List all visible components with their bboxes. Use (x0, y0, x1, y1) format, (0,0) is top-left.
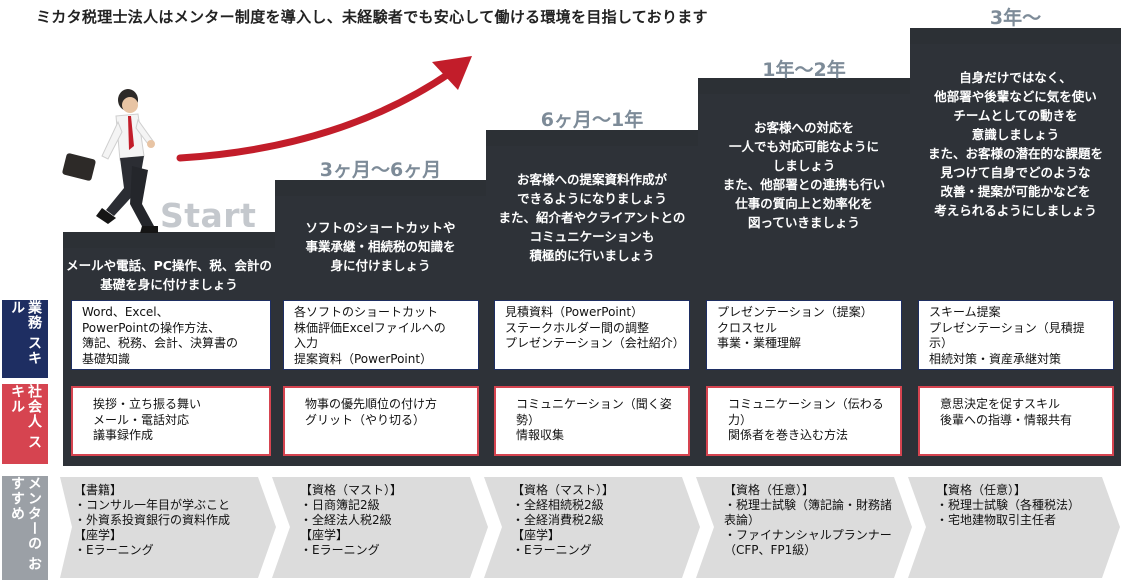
business-skill-label-text: 業務 スキル (9, 300, 42, 366)
mentor-text-4: 【資格（任意）】 ・税理士試験（簿記論・財務諸 表論） ・ファイナンシャルプラン… (724, 483, 893, 557)
step-description-4: お客様への対応を 一人でも対応可能なように しましょう また、他部署との連携も行… (722, 120, 886, 230)
mentor-row-label: メンターの おすすめ (2, 476, 48, 580)
headline: ミカタ税理士法人はメンター制度を導入し、未経験者でも安心して働ける環境を目指して… (36, 8, 708, 26)
step-description-5: 自身だけではなく、 他部署や後輩などに気を使い チームとしての動きを 意識しまし… (927, 70, 1103, 218)
period-label-5: 3年〜 (989, 7, 1042, 29)
mentor-chevron-1: 【書籍】 ・コンサル一年目が学ぶこと ・外資系投資銀行の資料作成 【座学】 ・E… (60, 477, 276, 578)
mentor-chevron-2: 【資格（マスト）】 ・日商簿記2級 ・全経法人税2級 【座学】 ・Eラーニング (272, 477, 488, 578)
business-skill-box-4: プレゼンテーション（提案） クロスセル 事業・業種理解 (706, 300, 902, 370)
business-skill-row-label: 業務 スキル (2, 300, 48, 378)
business-skill-box-2: 各ソフトのショートカット 株価評価Excelファイルへの 入力 提案資料（Pow… (283, 300, 479, 370)
social-skill-box-1: 挨拶・立ち振る舞い メール・電話対応 議事録作成 (71, 386, 271, 456)
business-skill-box-5: スキーム提案 プレゼンテーション（見積提示） 相続対策・資産承継対策 (918, 300, 1114, 370)
stair-cap-5 (910, 28, 1121, 44)
mentor-chevron-4: 【資格（任意）】 ・税理士試験（簿記論・財務諸 表論） ・ファイナンシャルプラン… (696, 477, 912, 578)
stair-cap-4 (698, 78, 910, 94)
mentor-chevron-5: 【資格（任意）】 ・税理士試験（各種税法） ・宅地建物取引主任者 (908, 477, 1120, 578)
stair-cap-2 (275, 180, 486, 196)
social-skill-box-2: 物事の優先順位の付け方 グリット（やり切る） (283, 386, 479, 456)
business-skill-box-3: 見積資料（PowerPoint） ステークホルダー間の調整 プレゼンテーション（… (494, 300, 690, 370)
step-description-3: お客様への提案資料作成が できるようになりましょう また、紹介者やクライアントと… (498, 172, 686, 263)
chevron-shape-5 (908, 477, 1120, 578)
social-skill-row-label: 社会人 スキル (2, 384, 48, 464)
period-label-2: 3ヶ月〜6ヶ月 (319, 159, 442, 181)
mentor-text-1: 【書籍】 ・コンサル一年目が学ぶこと ・外資系投資銀行の資料作成 【座学】 ・E… (74, 483, 231, 557)
mentor-text-3: 【資格（マスト）】 ・全経相続税2級 ・全経消費税2級 【座学】 ・Eラーニング (512, 483, 615, 557)
chevron-shape-4 (696, 477, 912, 578)
business-skill-box-1: Word、Excel、 PowerPointの操作方法、 簿記、税務、会計、決算… (71, 300, 271, 370)
step-description-1: メールや電話、PC操作、税、会計の 基礎を身に付けましょう (66, 258, 272, 292)
stair-cap-1 (63, 232, 275, 248)
mentor-text-2: 【資格（マスト）】 ・日商簿記2級 ・全経法人税2級 【座学】 ・Eラーニング (300, 483, 403, 557)
period-label-3: 6ヶ月〜1年 (540, 109, 644, 131)
chevron-shape-3 (484, 477, 700, 578)
social-skill-box-5: 意思決定を促すスキル 後輩への指導・情報共有 (918, 386, 1114, 456)
chevron-shape-2 (272, 477, 488, 578)
businessman-running-icon (62, 89, 158, 233)
start-label: Start (160, 196, 257, 235)
stair-cap-3 (486, 130, 698, 146)
mentor-label-text: メンターの おすすめ (9, 476, 42, 572)
step-description-2: ソフトのショートカットや 事業承継・相続税の知識を 身に付けましょう (305, 220, 456, 273)
mentor-chevron-3: 【資格（マスト）】 ・全経相続税2級 ・全経消費税2級 【座学】 ・Eラーニング (484, 477, 700, 578)
mentor-text-5: 【資格（任意）】 ・税理士試験（各種税法） ・宅地建物取引主任者 (936, 483, 1081, 527)
social-skill-box-3: コミュニケーション（聞く姿勢） 情報収集 (494, 386, 690, 456)
period-label-4: 1年〜2年 (762, 59, 846, 81)
social-skill-box-4: コミュニケーション（伝わる力） 関係者を巻き込む方法 (706, 386, 902, 456)
social-skill-label-text: 社会人 スキル (9, 384, 42, 450)
growth-arrow-icon (176, 56, 472, 162)
chevron-shape-1 (60, 477, 276, 578)
